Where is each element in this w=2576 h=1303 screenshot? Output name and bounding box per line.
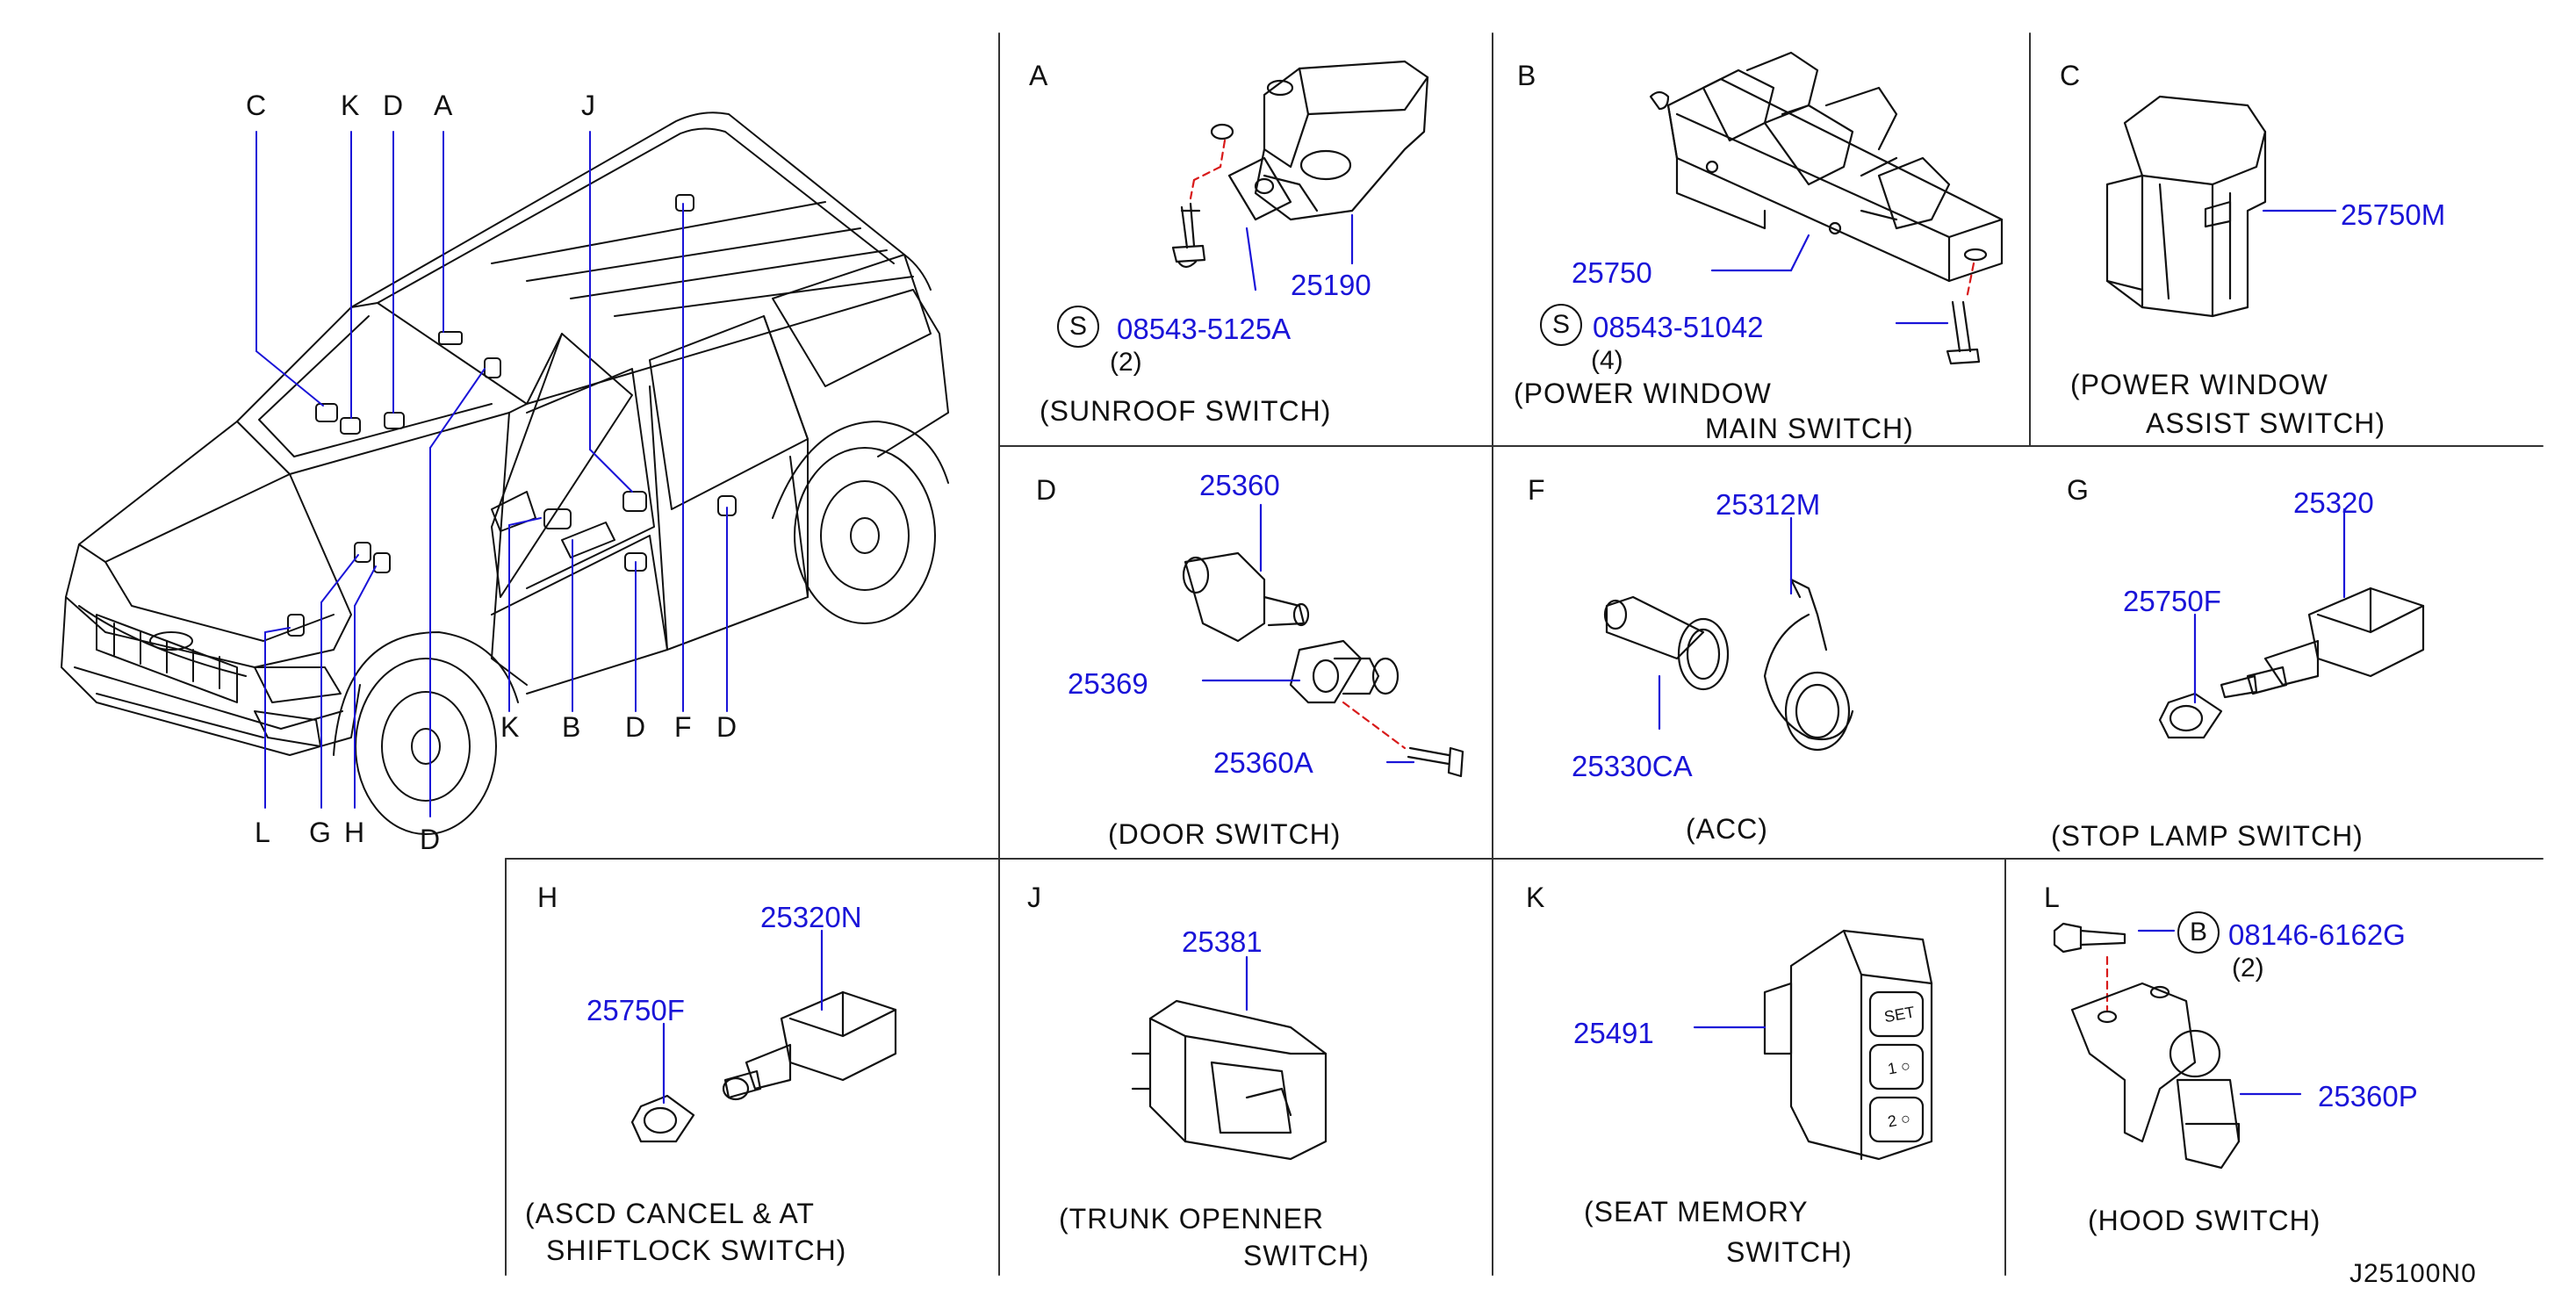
panel-j-caption-line2: SWITCH) — [1243, 1240, 1370, 1271]
seat-memory-button-labels: SET 1 ○ 2 ○ — [1882, 1004, 1916, 1131]
screw-symbol: S — [1540, 304, 1582, 346]
panel-c-letter: C — [2060, 60, 2082, 91]
callout-h: H — [344, 817, 366, 848]
panel-l-caption: (HOOD SWITCH) — [2088, 1205, 2321, 1236]
panel-a-caption: (SUNROOF SWITCH) — [1040, 395, 1332, 427]
part-25750f: 25750F — [586, 994, 685, 1026]
door-switch-leaders — [1201, 503, 1415, 764]
part-25320n: 25320N — [760, 901, 862, 933]
panel-g-letter: G — [2067, 474, 2090, 506]
part-25312m: 25312M — [1716, 488, 1821, 521]
callout-k: K — [500, 711, 521, 743]
sunroof-switch-drawing — [1171, 60, 1429, 269]
callout-d: D — [625, 711, 647, 743]
callout-d: D — [420, 824, 442, 855]
part-25750f: 25750F — [2123, 585, 2221, 617]
part-25360a: 25360A — [1213, 746, 1313, 779]
panel-c-caption-line1: (POWER WINDOW — [2070, 369, 2328, 400]
screw-part-number: 08543-5125A — [1117, 313, 1292, 345]
panel-d-letter: D — [1036, 474, 1058, 506]
panel-l-letter: L — [2044, 882, 2061, 913]
stop-lamp-leaders — [2193, 508, 2346, 704]
callout-c: C — [246, 90, 268, 121]
bolt-part-number: 08146-6162G — [2228, 918, 2406, 951]
panel-h-caption-line1: (ASCD CANCEL & AT — [525, 1198, 815, 1229]
callout-f: F — [674, 711, 693, 743]
svg-text:SET: SET — [1882, 1004, 1916, 1026]
panel-h-caption-line2: SHIFTLOCK SWITCH) — [546, 1235, 847, 1266]
panel-b-caption-line2: MAIN SWITCH) — [1705, 413, 1914, 444]
callout-j: J — [581, 90, 596, 121]
part-25750m: 25750M — [2341, 198, 2446, 231]
panel-j-letter: J — [1027, 882, 1042, 913]
part-25360p: 25360P — [2318, 1080, 2418, 1112]
callout-g: G — [309, 817, 332, 848]
panel-h-letter: H — [537, 882, 559, 913]
panel-f-letter: F — [1528, 474, 1546, 506]
screw-quantity: (2) — [1110, 348, 1142, 377]
bolt-symbol: B — [2177, 911, 2220, 954]
acc-drawing — [1603, 578, 1854, 752]
ascd-cancel-switch-drawing — [630, 990, 897, 1143]
power-window-main-switch-drawing — [1649, 51, 2004, 365]
screw-symbol: S — [1057, 306, 1099, 348]
panel-c-caption-line2: ASSIST SWITCH) — [2146, 407, 2385, 439]
callout-d: D — [716, 711, 738, 743]
callout-k: K — [341, 90, 361, 121]
callout-b: B — [562, 711, 582, 743]
power-window-assist-switch-drawing — [2105, 95, 2267, 318]
panel-b-letter: B — [1517, 60, 1537, 91]
panel-b-caption-line1: (POWER WINDOW — [1514, 378, 1772, 409]
hood-switch-drawing — [2053, 922, 2241, 1170]
part-25750: 25750 — [1572, 256, 1652, 289]
part-25360: 25360 — [1199, 469, 1280, 501]
panel-grid — [505, 32, 2544, 1276]
sunroof-leaders — [1245, 213, 1354, 292]
panel-j-caption-line1: (TRUNK OPENNER — [1059, 1203, 1325, 1235]
hood-switch-leaders — [2137, 929, 2302, 1096]
seat-memory-switch-drawing — [1763, 929, 1933, 1161]
panel-f-caption: (ACC) — [1686, 813, 1768, 845]
panel-k-caption-line1: (SEAT MEMORY — [1584, 1196, 1809, 1227]
panel-k-letter: K — [1526, 882, 1546, 913]
vehicle-leaders — [255, 131, 728, 817]
power-window-main-leaders — [1710, 234, 1949, 325]
screw-part-number: 08543-51042 — [1593, 311, 1764, 343]
panel-k-caption-line2: SWITCH) — [1726, 1236, 1853, 1268]
panel-a-letter: A — [1029, 60, 1049, 91]
part-25320: 25320 — [2293, 486, 2374, 519]
part-25369: 25369 — [1068, 667, 1148, 700]
trunk-opener-switch-drawing — [1131, 999, 1328, 1161]
part-25381: 25381 — [1182, 925, 1263, 958]
svg-text:1 ○: 1 ○ — [1886, 1056, 1911, 1077]
panel-d-caption: (DOOR SWITCH) — [1108, 818, 1342, 850]
svg-text:2 ○: 2 ○ — [1886, 1109, 1911, 1130]
callout-l: L — [255, 817, 271, 848]
part-25330ca: 25330CA — [1572, 750, 1693, 782]
vehicle-illustration — [61, 112, 949, 835]
callout-a: A — [434, 90, 454, 121]
ascd-leaders — [662, 929, 824, 1105]
part-25491: 25491 — [1573, 1017, 1654, 1049]
callout-d: D — [383, 90, 405, 121]
screw-quantity: (4) — [1591, 346, 1623, 375]
bolt-quantity: (2) — [2232, 954, 2264, 983]
part-25190: 25190 — [1291, 269, 1371, 301]
acc-leaders — [1658, 516, 1793, 731]
door-switch-drawing — [1182, 551, 1464, 778]
panel-g-caption: (STOP LAMP SWITCH) — [2051, 820, 2364, 852]
diagram-id: J25100N0 — [2349, 1259, 2477, 1288]
